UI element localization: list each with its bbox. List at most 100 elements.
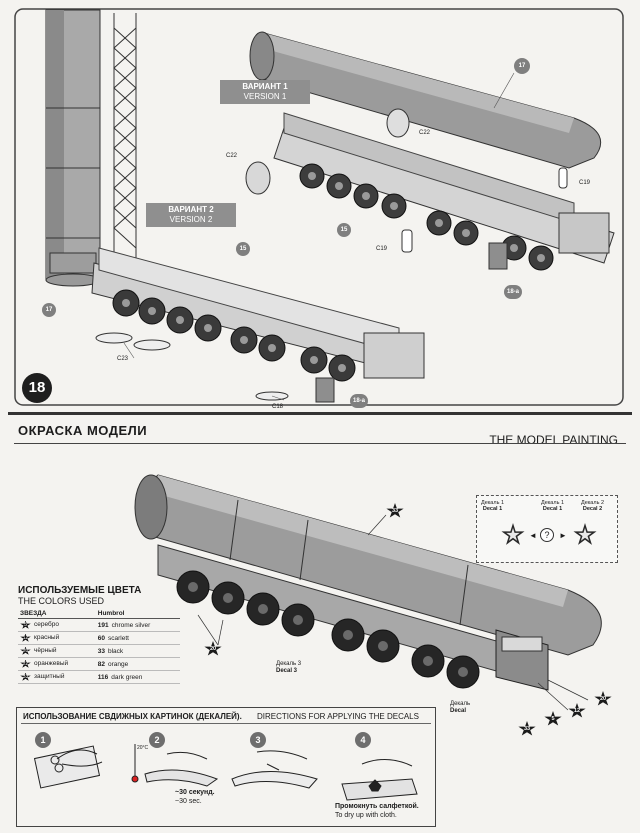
part-c22-disc — [245, 161, 271, 195]
variant-2-label: ВАРИАНТ 2 VERSION 2 — [146, 203, 236, 227]
humbrol-code: 191 — [97, 621, 109, 629]
humbrol-code: 116 — [97, 673, 109, 681]
callout-c19-right: C19 — [579, 180, 591, 186]
callout-c18: C18 — [272, 404, 284, 410]
decal-3-label: Декаль 3 Decal 3 — [276, 661, 301, 675]
dry-instruction: Промокнуть салфеткой. To dry up with clo… — [335, 802, 419, 820]
decal-1b-ru: Декаль 1 — [541, 500, 565, 506]
color-ru: оранжевый — [34, 659, 69, 667]
decal-front-en: Decal — [450, 708, 467, 714]
variant-1-ru: ВАРИАНТ 1 — [242, 82, 288, 91]
decal-options-box: Декаль 1 Decal 1 Декаль 1 Decal 1 Декаль… — [476, 495, 618, 563]
model-painting-section: ОКРАСКА МОДЕЛИ THE MODEL PAINTING — [8, 412, 632, 830]
humbrol-code: 60 — [97, 634, 105, 642]
decal-front-label: Декаль Decal — [450, 701, 470, 715]
color-ru: чёрный — [34, 646, 57, 654]
launcher-truck-lower — [91, 242, 508, 403]
missile-canister-top — [249, 31, 602, 169]
callout-c22-top: C22 — [419, 130, 431, 136]
part-17-left-badge: 17 — [42, 303, 56, 317]
painted-model-illustration — [134, 474, 602, 711]
star-swatch: 33 — [20, 672, 31, 681]
part-18a-right-badge: 18-а — [504, 285, 522, 299]
colors-used-block: ИСПОЛЬЗУЕМЫЕ ЦВЕТА THE COLORS USED ЗВЕЗД… — [18, 585, 180, 684]
soak-time: ~30 секунд. ~30 sec. — [175, 788, 215, 806]
decal-directions-box: ИСПОЛЬЗОВАНИЕ СВДИЖНЫХ КАРТИНОК (ДЕКАЛЕЙ… — [16, 707, 436, 827]
color-en: black — [107, 647, 124, 655]
direction-step-1: 1 — [35, 732, 51, 748]
decal-front-ru: Декаль — [450, 701, 471, 707]
color-ru: защитный — [34, 672, 65, 680]
dry-instruction-en: To dry up with cloth. — [335, 812, 397, 819]
color-badge-33-bottom: 33 — [518, 721, 536, 736]
direction-step-2: 2 — [149, 732, 165, 748]
decal-star-option-1 — [501, 523, 525, 545]
water-temperature: 20°С — [137, 745, 149, 751]
decal-star-option-2 — [573, 523, 597, 545]
launcher-truck-upper — [273, 112, 615, 271]
decal-2-en: Decal 2 — [582, 506, 603, 512]
directions-title-en: DIRECTIONS FOR APPLYING THE DECALS — [257, 712, 419, 721]
variant-1-en: VERSION 1 — [243, 92, 287, 101]
arrow-left-icon: ◄ — [529, 531, 537, 540]
header-star: ЗВЕЗДА — [18, 609, 96, 619]
decal-question-icon: ? — [540, 528, 554, 542]
decal-3-en: Decal 3 — [276, 668, 298, 674]
assembly-illustration — [14, 8, 624, 406]
step-number-badge: 18 — [22, 373, 52, 403]
decal-3-ru: Декаль 3 — [276, 661, 302, 667]
callout-c22-left: C22 — [226, 153, 238, 159]
variant-2-en: VERSION 2 — [169, 215, 213, 224]
part-15-top-badge: 15 — [337, 223, 351, 237]
part-18a-bottom-badge: 18-а — [350, 394, 368, 408]
painting-title-ru: ОКРАСКА МОДЕЛИ — [18, 423, 148, 438]
color-en: scarlett — [107, 634, 129, 642]
humbrol-code: 82 — [97, 660, 105, 668]
decal-1b-en: Decal 1 — [542, 506, 563, 512]
star-swatch: 20 — [20, 646, 31, 655]
variant-2-ru: ВАРИАНТ 2 — [168, 205, 214, 214]
direction-step-4: 4 — [355, 732, 371, 748]
direction-step-3: 3 — [250, 732, 266, 748]
color-ru: серебро — [34, 620, 59, 628]
star-swatch: 5 — [20, 620, 31, 629]
decal-1-ru: Декаль 1 — [481, 500, 505, 506]
callout-c19-mid: C19 — [376, 246, 388, 252]
decal-1-en: Decal 1 — [482, 506, 503, 512]
decal-1b-label: Декаль 1 Decal 1 — [541, 500, 564, 512]
colors-heading-en: THE COLORS USED — [18, 596, 105, 606]
header-humbrol: Humbrol — [95, 609, 180, 619]
directions-rule — [21, 723, 431, 724]
variant-1-label: ВАРИАНТ 1 VERSION 1 — [220, 80, 310, 104]
color-ru: красный — [34, 633, 60, 641]
dry-instruction-ru: Промокнуть салфеткой. — [335, 803, 419, 810]
color-en: dark green — [111, 673, 143, 681]
arrow-right-icon: ► — [559, 531, 567, 540]
decal-1-label: Декаль 1 Decal 1 — [481, 500, 504, 512]
part-17-top-badge: 17 — [514, 58, 530, 74]
color-en: chrome silver — [111, 621, 151, 629]
part-15-left-badge: 15 — [236, 242, 250, 256]
humbrol-code: 33 — [97, 647, 105, 655]
erector-tower — [113, 13, 137, 258]
star-swatch: 22 — [20, 659, 31, 668]
soak-time-en: ~30 sec. — [175, 798, 202, 805]
soak-time-ru: ~30 секунд. — [175, 789, 215, 796]
star-swatch: 12 — [20, 633, 31, 642]
missile-cylinder-standing — [45, 9, 101, 287]
directions-title-ru: ИСПОЛЬЗОВАНИЕ СВДИЖНЫХ КАРТИНОК (ДЕКАЛЕЙ… — [23, 712, 242, 721]
decal-2-ru: Декаль 2 — [581, 500, 605, 506]
directions-illustrations — [33, 744, 418, 801]
colors-heading-ru: ИСПОЛЬЗУЕМЫЕ ЦВЕТА — [18, 585, 142, 596]
assembly-step-panel: 18 ВАРИАНТ 1 VERSION 1 ВАРИАНТ 2 VERSION… — [14, 8, 628, 410]
color-en: orange — [107, 660, 129, 668]
decal-2-label: Декаль 2 Decal 2 — [581, 500, 604, 512]
callout-c23: C23 — [117, 356, 129, 362]
painting-title-rule — [14, 443, 626, 444]
